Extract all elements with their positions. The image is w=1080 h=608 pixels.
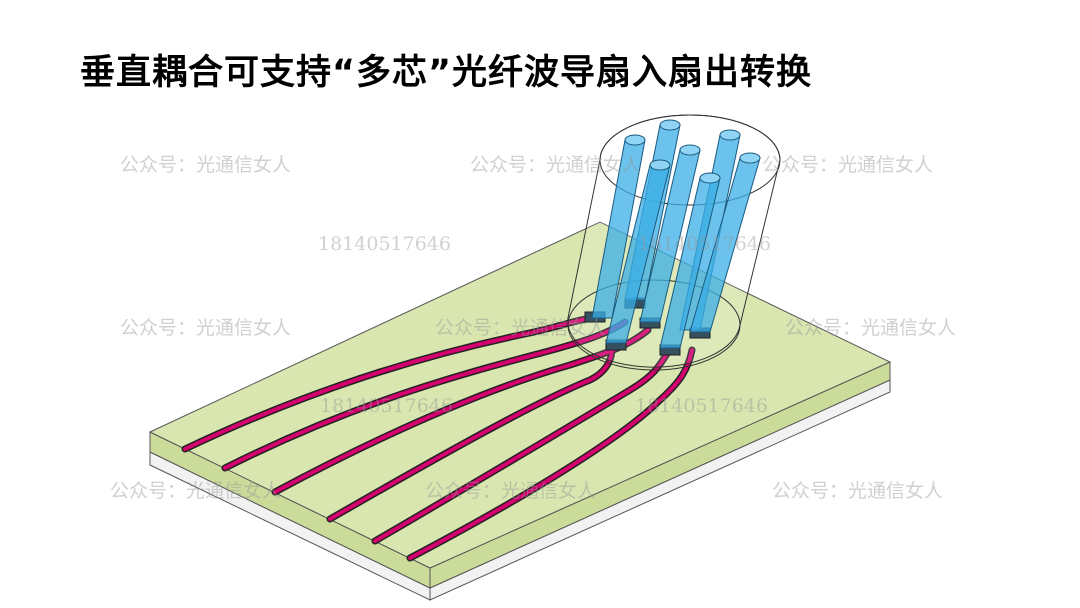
fiber-core: [689, 152, 761, 333]
slide-title: 垂直耦合可支持“多芯”光纤波导扇入扇出转换: [80, 53, 813, 93]
fiber-core: [591, 134, 646, 319]
fiber-core: [659, 172, 721, 349]
fiber-core: [639, 144, 701, 323]
fiber-core: [605, 159, 671, 344]
fiber-cores: [591, 119, 761, 349]
